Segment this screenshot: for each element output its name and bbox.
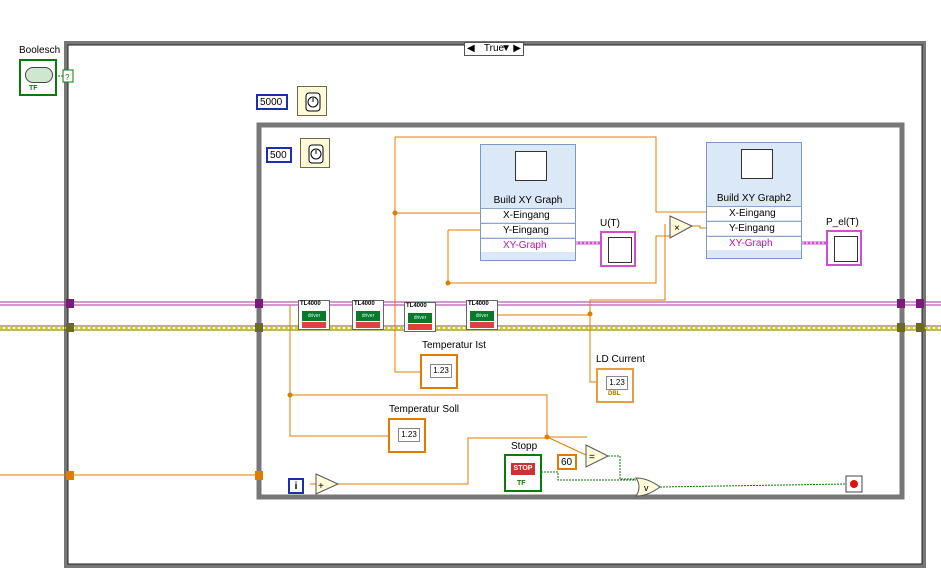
temp-ist-terminal[interactable]: 1.23 xyxy=(420,354,458,389)
svg-text:v: v xyxy=(644,483,649,493)
driver-label: TL4000 xyxy=(406,303,427,309)
build-xy-graph-1-title: Build XY Graph xyxy=(493,195,563,206)
xy-graph-output-terminal[interactable]: XY-Graph xyxy=(481,238,575,252)
stop-button-label: Stopp xyxy=(511,441,538,452)
xy-graph-icon xyxy=(834,236,858,262)
selector-dropdown-arrow[interactable]: ▼ xyxy=(501,43,511,54)
driver-label: TL4000 xyxy=(300,301,321,307)
temp-ist-value: 1.23 xyxy=(430,364,452,378)
dbl-tag: DBL xyxy=(608,391,621,397)
driver-label: TL4000 xyxy=(468,301,489,307)
y-input-terminal[interactable]: Y-Eingang xyxy=(481,223,575,237)
xy-graph-output-terminal[interactable]: XY-Graph xyxy=(707,236,801,250)
or-node: v xyxy=(635,477,661,497)
driver-bar xyxy=(470,322,494,328)
build-xy-graph-1[interactable]: Build XY Graph X-Eingang Y-Eingang XY-Gr… xyxy=(480,144,576,261)
svg-text:?: ? xyxy=(65,73,70,82)
temp-soll-label: Temperatur Soll xyxy=(389,404,460,415)
tf-tag: TF xyxy=(517,480,526,487)
stopwatch-icon xyxy=(308,144,324,164)
xy-graph-icon xyxy=(741,149,773,179)
graph-p-terminal[interactable] xyxy=(826,230,862,266)
loop-condition-terminal xyxy=(845,475,863,493)
boolean-control-terminal[interactable]: TF xyxy=(19,59,57,96)
svg-text:×: × xyxy=(674,223,680,234)
temp-soll-terminal[interactable]: 1.23 xyxy=(388,418,426,453)
toggle-icon xyxy=(25,67,53,83)
driver-vi-2[interactable]: TL4000 driver xyxy=(352,300,384,330)
wait-timer-inner[interactable] xyxy=(300,138,330,168)
stop-button-terminal[interactable]: STOP TF xyxy=(504,454,542,492)
build-xy-graph-2[interactable]: Build XY Graph2 X-Eingang Y-Eingang XY-G… xyxy=(706,142,802,259)
tf-tag: TF xyxy=(29,85,38,92)
graph-u-terminal[interactable] xyxy=(600,231,636,267)
svg-text:=: = xyxy=(589,452,595,463)
xy-graph-icon xyxy=(515,151,547,181)
iteration-terminal: i xyxy=(288,478,304,494)
driver-bar xyxy=(356,322,380,328)
ld-current-label: LD Current xyxy=(596,354,645,365)
selector-left-arrow[interactable]: ◀ xyxy=(467,43,475,54)
x-input-terminal[interactable]: X-Eingang xyxy=(481,208,575,222)
driver-vi-4[interactable]: TL4000 driver xyxy=(466,300,498,330)
temp-soll-value: 1.23 xyxy=(398,428,420,442)
y-input-terminal[interactable]: Y-Eingang xyxy=(707,221,801,235)
x-input-terminal[interactable]: X-Eingang xyxy=(707,206,801,220)
compare-constant[interactable]: 60 xyxy=(557,454,577,470)
case-selector-terminal: ? xyxy=(62,69,74,83)
stopwatch-icon xyxy=(305,92,321,112)
wait-ms-constant-outer[interactable]: 5000 xyxy=(256,94,288,110)
build-xy-graph-2-title: Build XY Graph2 xyxy=(716,193,792,204)
wait-ms-constant-inner[interactable]: 500 xyxy=(266,147,292,163)
temp-ist-label: Temperatur Ist xyxy=(422,340,486,351)
driver-sublabel: driver xyxy=(302,311,326,321)
case-selector-value: True xyxy=(483,43,505,54)
multiply-node: × xyxy=(669,215,694,239)
driver-vi-1[interactable]: TL4000 driver xyxy=(298,300,330,330)
driver-bar xyxy=(408,324,432,330)
equal-node: = xyxy=(585,444,610,468)
svg-text:+: + xyxy=(318,481,324,492)
orange-wires xyxy=(0,136,707,485)
driver-label: TL4000 xyxy=(354,301,375,307)
increment-node: + xyxy=(315,473,340,495)
driver-vi-3[interactable]: TL4000 driver xyxy=(404,302,436,332)
boolean-control-label: Boolesch xyxy=(19,45,61,56)
graph-p-label: P_el(T) xyxy=(826,217,859,228)
graph-u-label: U(T) xyxy=(600,218,620,229)
stop-icon: STOP xyxy=(511,463,535,475)
ld-current-terminal[interactable]: 1.23 DBL xyxy=(596,368,634,403)
while-loop xyxy=(256,122,905,500)
tunnels xyxy=(66,299,924,480)
driver-bar xyxy=(302,322,326,328)
boolean-wires xyxy=(541,455,847,488)
xy-graph-icon xyxy=(608,237,632,263)
driver-sublabel: driver xyxy=(408,313,432,323)
driver-sublabel: driver xyxy=(356,311,380,321)
driver-sublabel: driver xyxy=(470,311,494,321)
selector-right-arrow[interactable]: ▶ xyxy=(513,43,521,54)
wire-junctions xyxy=(287,210,593,440)
ld-current-value: 1.23 xyxy=(606,376,628,390)
case-selector[interactable]: ◀ True ▼ ▶ xyxy=(464,42,524,56)
wait-timer-outer[interactable] xyxy=(297,86,327,116)
